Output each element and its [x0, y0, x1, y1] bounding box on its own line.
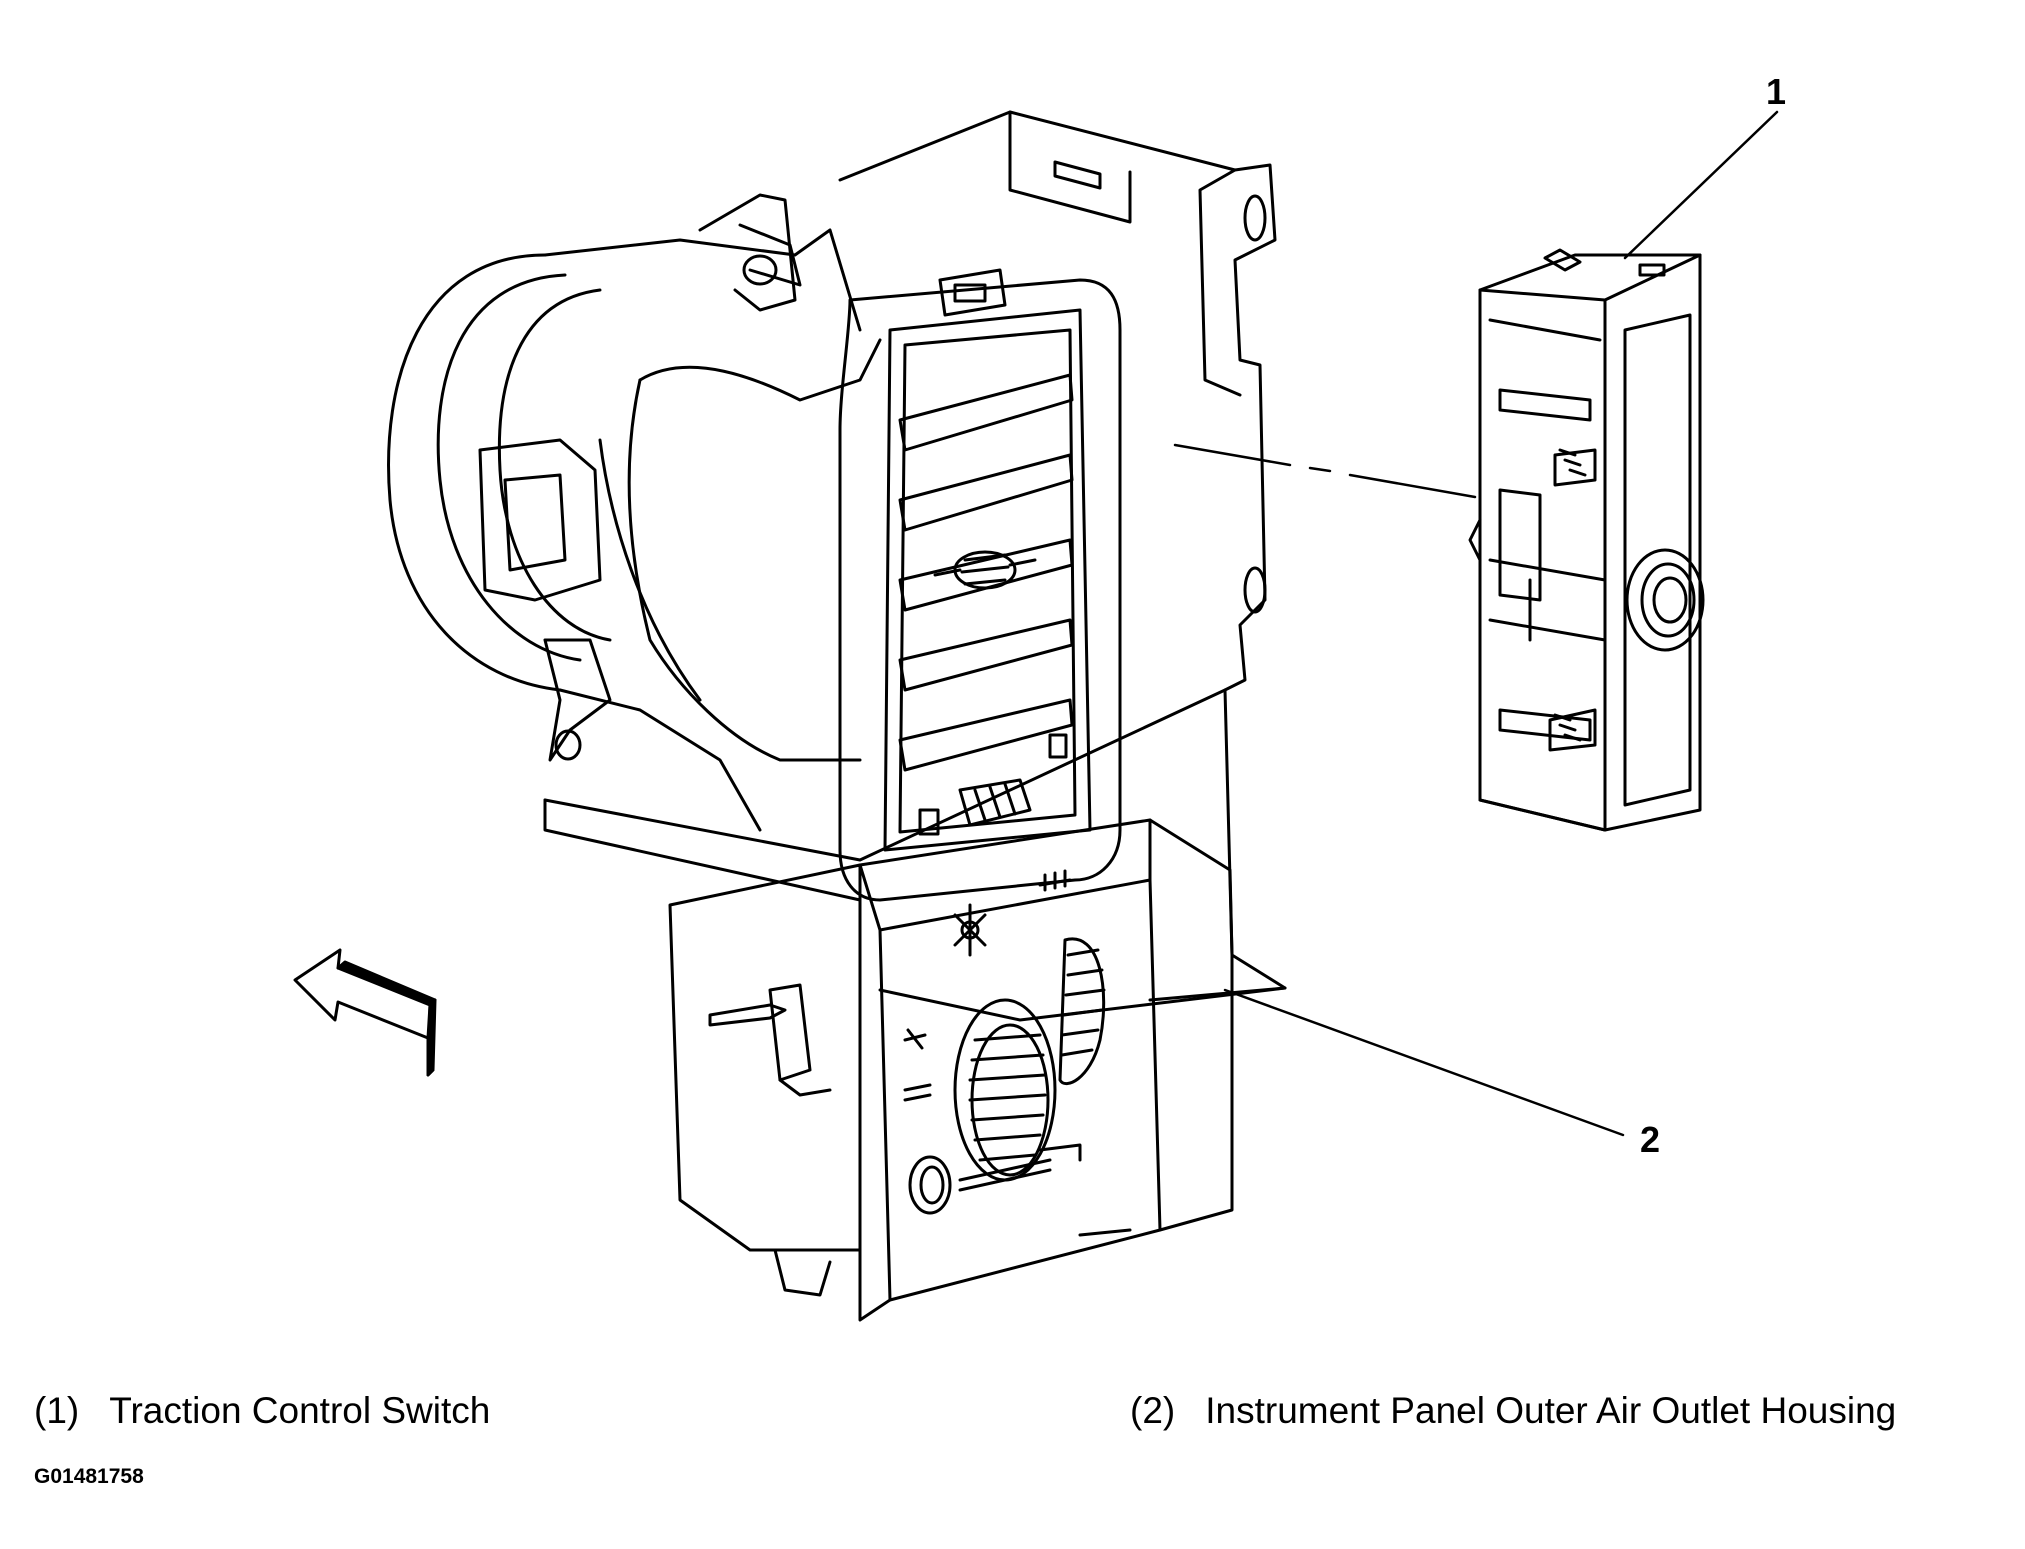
legend-item-1-number: (1) [34, 1390, 80, 1431]
direction-arrow [293, 948, 437, 1077]
traction-control-switch [1468, 248, 1705, 832]
legend-item-1-label: Traction Control Switch [109, 1390, 491, 1431]
legend-item-2-number: (2) [1130, 1390, 1176, 1431]
callout-1-number: 1 [1766, 71, 1787, 112]
callout-2-number: 2 [1640, 1119, 1661, 1160]
air-outlet-housing [387, 110, 1287, 1322]
callout-leaders [1173, 110, 1779, 1137]
legend-item-2-label: Instrument Panel Outer Air Outlet Housin… [1205, 1390, 1897, 1431]
figure-id: G01481758 [34, 1465, 144, 1488]
legend-item-1: (1) Traction Control Switch [34, 1392, 490, 1429]
legend-item-2: (2) Instrument Panel Outer Air Outlet Hou… [1130, 1392, 1896, 1429]
